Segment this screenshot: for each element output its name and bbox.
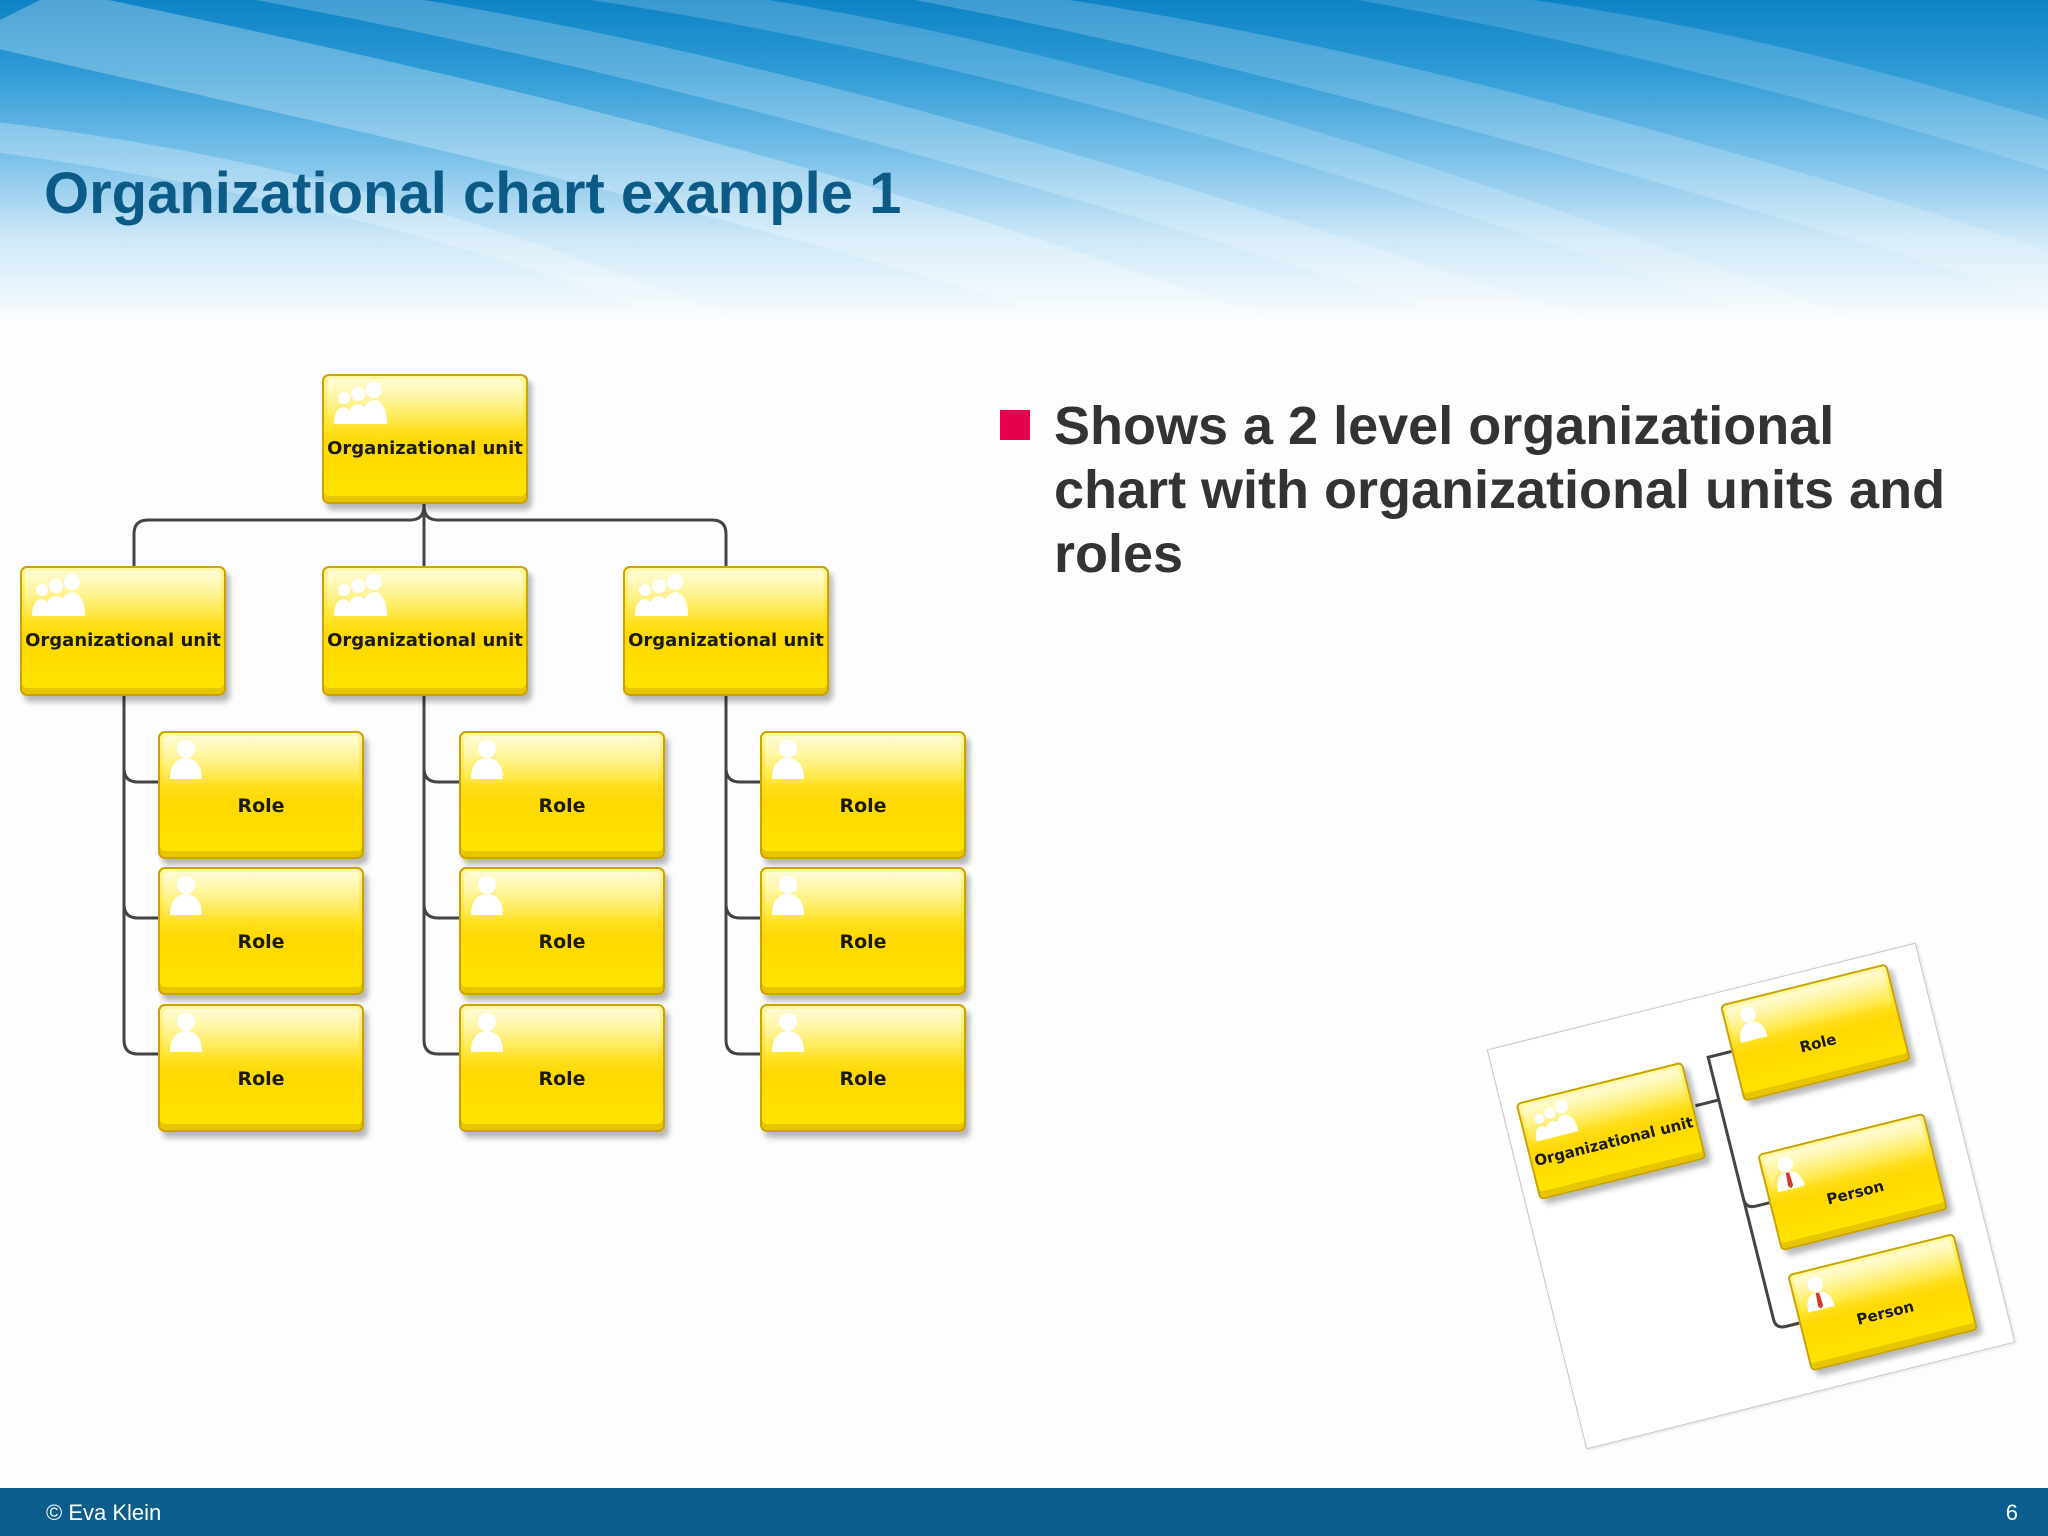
person-with-tie-icon bbox=[1807, 1276, 1835, 1313]
bullet-marker bbox=[1000, 410, 1030, 440]
person-icon bbox=[1740, 1007, 1768, 1043]
header-banner: Organizational chart example 1 bbox=[0, 0, 2048, 330]
person-icon bbox=[471, 1013, 503, 1052]
person-icon bbox=[772, 740, 804, 779]
role-box[interactable]: Role bbox=[158, 867, 364, 995]
role-label: Role bbox=[237, 931, 285, 953]
role-box[interactable]: Role bbox=[158, 731, 364, 859]
role-label: Role bbox=[839, 1068, 887, 1090]
group-icon bbox=[635, 574, 688, 616]
role-label: Role bbox=[839, 931, 887, 953]
inset-connectors bbox=[1695, 1049, 1800, 1329]
group-icon bbox=[334, 574, 387, 616]
role-label: Role bbox=[237, 795, 285, 817]
org-unit-label: Organizational unit bbox=[628, 630, 824, 651]
org-unit-3[interactable]: Organizational unit bbox=[623, 566, 829, 696]
person-icon bbox=[170, 876, 202, 915]
org-unit-1[interactable]: Organizational unit bbox=[20, 566, 226, 696]
inset-org-unit[interactable]: Organizational unit bbox=[1515, 1061, 1707, 1201]
person-icon bbox=[471, 876, 503, 915]
footer-bar: © Eva Klein 6 bbox=[0, 1488, 2048, 1536]
bullet-text: Shows a 2 level organizational chart wit… bbox=[1054, 396, 1946, 584]
slide-title: Organizational chart example 1 bbox=[44, 161, 902, 226]
role-box[interactable]: Role bbox=[760, 867, 966, 995]
person-icon bbox=[772, 876, 804, 915]
inset-person-box[interactable]: Person bbox=[1787, 1232, 1979, 1372]
person-icon bbox=[772, 1013, 804, 1052]
org-unit-root[interactable]: Organizational unit bbox=[322, 374, 528, 504]
role-label: Role bbox=[538, 931, 586, 953]
inset-org-chart: Organizational unit Role Person Person bbox=[1486, 942, 2016, 1450]
group-icon bbox=[334, 382, 387, 424]
inset-person-box[interactable]: Person bbox=[1757, 1112, 1949, 1252]
banner-swoosh-graphic bbox=[0, 0, 2048, 330]
role-box[interactable]: Role bbox=[459, 867, 665, 995]
org-unit-label: Organizational unit bbox=[327, 630, 523, 651]
org-unit-label: Organizational unit bbox=[327, 438, 523, 459]
role-box[interactable]: Role bbox=[158, 1004, 364, 1132]
role-box[interactable]: Role bbox=[760, 1004, 966, 1132]
role-label: Role bbox=[839, 795, 887, 817]
role-label: Role bbox=[237, 1068, 285, 1090]
person-icon bbox=[170, 740, 202, 779]
role-box[interactable]: Role bbox=[459, 1004, 665, 1132]
group-icon bbox=[32, 574, 85, 616]
role-label: Role bbox=[538, 795, 586, 817]
person-with-tie-icon bbox=[1777, 1156, 1805, 1193]
group-icon bbox=[1534, 1100, 1579, 1142]
org-chart-connectors bbox=[122, 504, 762, 1056]
person-icon bbox=[170, 1013, 202, 1052]
org-unit-label: Organizational unit bbox=[25, 630, 221, 651]
person-icon bbox=[471, 740, 503, 779]
role-box[interactable]: Role bbox=[760, 731, 966, 859]
footer-copyright: © Eva Klein bbox=[46, 1500, 162, 1525]
inset-role-box[interactable]: Role bbox=[1719, 963, 1911, 1102]
role-box[interactable]: Role bbox=[459, 731, 665, 859]
page-number: 6 bbox=[2005, 1500, 2018, 1525]
role-label: Role bbox=[538, 1068, 586, 1090]
org-unit-2[interactable]: Organizational unit bbox=[322, 566, 528, 696]
